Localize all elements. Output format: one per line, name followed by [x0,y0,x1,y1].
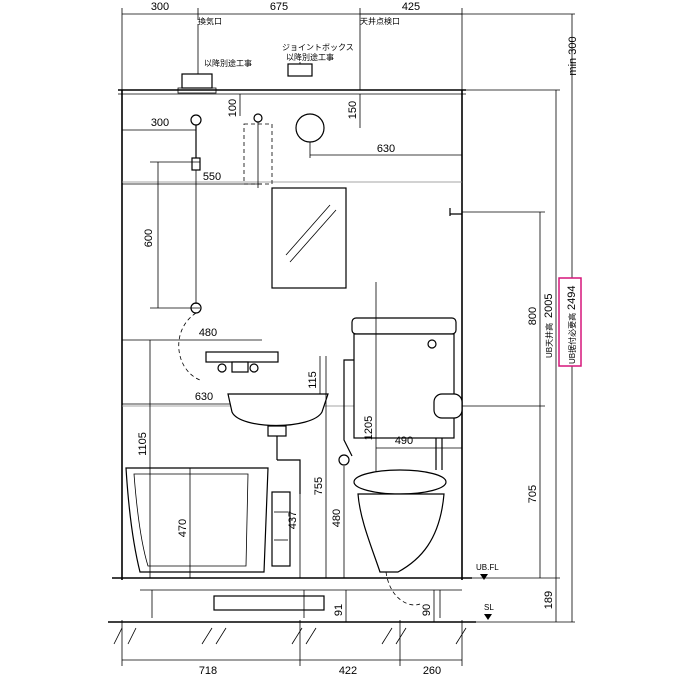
dim-90: 90 [421,604,433,616]
dim-100: 100 [227,99,239,117]
dim-150: 150 [347,101,359,119]
bathtub [125,467,291,573]
sl-marker [484,614,492,620]
sl-label: SL [484,603,494,612]
dim-480-v: 480 [331,509,343,527]
dim-490: 490 [395,435,413,447]
wash-basin [227,393,329,494]
towel-hook [449,208,462,216]
joint-box [287,62,313,77]
bottom-dimension-line: 718 422 260 [121,620,463,677]
highlight-box [558,277,582,367]
ub-ceiling-height-label: UB天井高 2005 [543,294,555,358]
pipe-cover [243,113,273,188]
dim-300: 300 [151,117,169,129]
faucet [205,351,279,373]
supply-pipe [343,359,354,457]
dim-755: 755 [313,477,325,495]
ub-ceiling-height-value: 2005 [543,294,555,318]
exhaust-work-label: 以降別途工事 [204,58,252,68]
bottom-dim-718: 718 [199,665,217,677]
exhaust-label: 換気口 [198,16,222,26]
joint-box-label: ジョイントボックス [282,43,354,52]
dim-480-h: 480 [199,327,217,339]
dim-600: 600 [143,229,155,247]
floor-base [108,577,476,645]
ub-install-height-box: UB据付必要高 2494 [558,277,582,367]
min-clearance-label: min 300 [567,36,579,75]
top-dim-300: 300 [151,1,169,13]
dim-630-mid: 630 [195,391,213,403]
top-dim-675: 675 [270,1,288,13]
shower-head [122,114,202,171]
toilet-bowl [353,469,447,606]
dim-470: 470 [177,519,189,537]
dim-1205: 1205 [363,416,375,440]
dim-705: 705 [527,485,539,503]
ub-install-height-value: 2494 [566,286,578,310]
stop-valve [338,454,350,466]
mirror [271,187,347,289]
top-dim-425: 425 [402,1,420,13]
dim-91: 91 [333,604,345,616]
ub-ceiling-height-text: UB天井高 [544,323,554,358]
dim-630-top: 630 [377,143,395,155]
ub-fl-marker [480,574,488,580]
dim-115: 115 [307,371,319,389]
dim-189: 189 [543,591,555,609]
dim-437: 437 [287,511,299,529]
dim-1105: 1105 [137,432,149,456]
ub-install-height-text: UB据付必要高 [567,313,577,364]
bottom-dim-422: 422 [339,665,357,677]
dim-800: 800 [527,307,539,325]
ub-fl-label: UB.FL [476,563,499,572]
joint-box-work-label: 以降別途工事 [286,52,334,62]
shower-hose [178,312,201,381]
ceiling-hatch-label: 天井点検口 [360,16,400,26]
round-vent [295,113,325,143]
dim-550: 550 [203,171,221,183]
toilet-tank [351,317,463,470]
bottom-dim-260: 260 [423,665,441,677]
